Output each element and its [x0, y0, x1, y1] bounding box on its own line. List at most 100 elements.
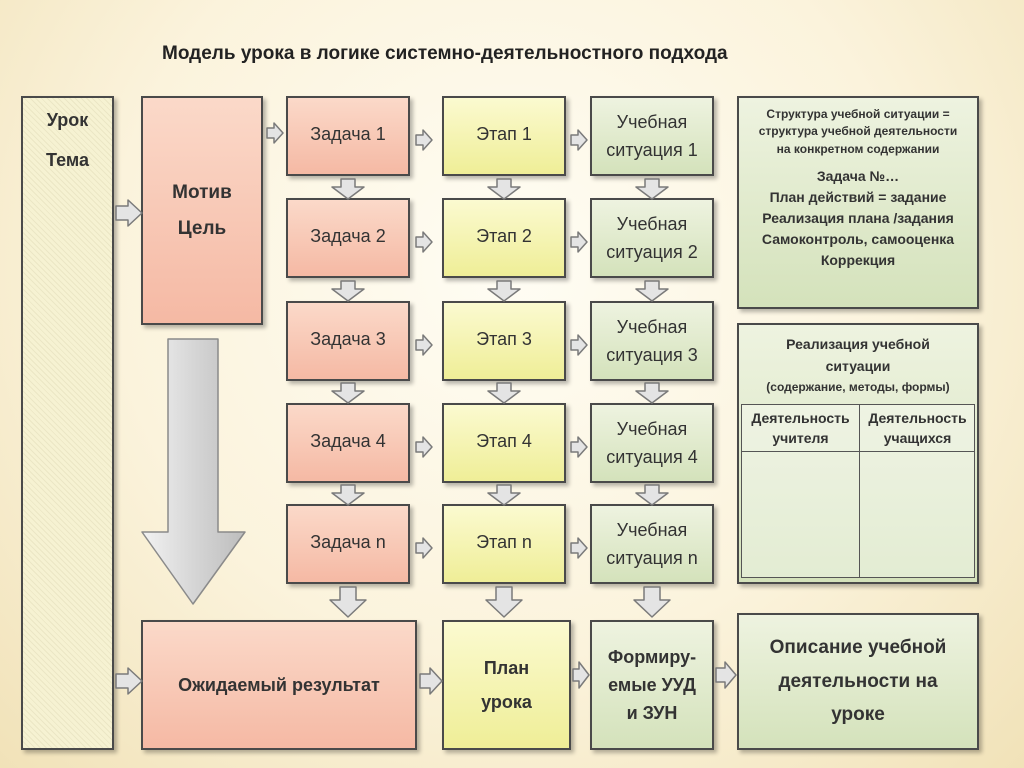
topic-label: Тема	[46, 150, 89, 171]
arrow-right-icon	[570, 231, 588, 253]
structure-item: Коррекция	[820, 252, 896, 269]
arrow-down-icon	[485, 586, 523, 618]
motive-label: Мотив	[172, 181, 232, 203]
situation-line2: ситуация 3	[606, 345, 698, 365]
structure-item: Реализация плана /задания	[762, 210, 954, 227]
situation-box-3: Учебная ситуация 3	[590, 301, 714, 381]
arrow-right-icon	[419, 667, 443, 695]
arrow-down-icon	[635, 484, 669, 506]
description-line1: Описание учебной	[769, 637, 947, 659]
expected-result-box: Ожидаемый результат	[141, 620, 417, 750]
activity-description-box: Описание учебной деятельности на уроке	[737, 613, 979, 750]
table-header-line	[742, 451, 974, 452]
task-label: Задача n	[310, 532, 386, 552]
situation-box-1: Учебная ситуация 1	[590, 96, 714, 176]
realization-title: Реализация учебной	[786, 336, 930, 352]
arrow-right-icon	[415, 129, 433, 151]
stage-label: Этап 2	[476, 226, 532, 246]
structure-box: Структура учебной ситуации = структура у…	[737, 96, 979, 309]
arrow-down-icon	[487, 280, 521, 302]
arrow-down-icon	[635, 280, 669, 302]
structure-item: Самоконтроль, самооценка	[761, 231, 955, 248]
arrow-right-icon	[115, 667, 143, 695]
structure-item: Задача №…	[816, 168, 900, 185]
realization-table: Деятельность учителя Деятельность учащих…	[741, 404, 975, 578]
task-box-4: Задача 4	[286, 403, 410, 483]
task-label: Задача 4	[310, 431, 386, 451]
motive-goal-box: Мотив Цель	[141, 96, 263, 325]
lesson-topic-column: Урок Тема	[21, 96, 114, 750]
situation-line1: Учебная	[616, 519, 688, 540]
expected-result-label: Ожидаемый результат	[178, 674, 380, 695]
page-title: Модель урока в логике системно-деятельно…	[162, 43, 728, 64]
arrow-right-icon	[415, 537, 433, 559]
situation-box-2: Учебная ситуация 2	[590, 198, 714, 278]
structure-line: структура учебной деятельности	[758, 124, 958, 139]
stage-box-4: Этап 4	[442, 403, 566, 483]
situation-line1: Учебная	[616, 213, 688, 234]
arrow-right-icon	[570, 334, 588, 356]
stage-box-2: Этап 2	[442, 198, 566, 278]
task-box-2: Задача 2	[286, 198, 410, 278]
arrow-down-icon	[487, 382, 521, 404]
lesson-plan-line1: План	[483, 657, 530, 678]
stage-label: Этап n	[476, 532, 532, 552]
task-box-3: Задача 3	[286, 301, 410, 381]
arrow-right-icon	[570, 537, 588, 559]
uud-line3: и ЗУН	[626, 703, 678, 724]
student-activity-header: Деятельность учащихся	[868, 410, 967, 446]
arrow-right-icon	[415, 334, 433, 356]
arrow-right-icon	[415, 436, 433, 458]
goal-label: Цель	[177, 217, 227, 239]
task-box-1: Задача 1	[286, 96, 410, 176]
realization-box: Реализация учебной ситуации (содержание,…	[737, 323, 979, 584]
structure-item: План действий = задание	[769, 189, 947, 206]
situation-line1: Учебная	[616, 418, 688, 439]
arrow-right-icon	[266, 122, 284, 144]
arrow-right-icon	[570, 436, 588, 458]
uud-zun-box: Формиру- емые УУД и ЗУН	[590, 620, 714, 750]
situation-line2: ситуация 4	[606, 447, 698, 467]
situation-box-4: Учебная ситуация 4	[590, 403, 714, 483]
arrow-down-icon	[633, 586, 671, 618]
realization-subtitle: ситуации	[825, 358, 891, 375]
uud-line2: емые УУД	[608, 674, 696, 695]
situation-line2: ситуация n	[606, 548, 698, 568]
stage-box-1: Этап 1	[442, 96, 566, 176]
task-label: Задача 2	[310, 226, 386, 246]
arrow-down-icon	[635, 178, 669, 200]
lesson-plan-box: План урока	[442, 620, 571, 750]
structure-line: Структура учебной ситуации =	[766, 107, 950, 121]
stage-label: Этап 3	[476, 329, 532, 349]
big-down-arrow-icon	[141, 338, 246, 605]
uud-line1: Формиру-	[607, 646, 697, 667]
task-label: Задача 1	[310, 124, 386, 144]
situation-line2: ситуация 2	[606, 242, 698, 262]
stage-box-n: Этап n	[442, 504, 566, 584]
arrow-right-icon	[570, 129, 588, 151]
stage-box-3: Этап 3	[442, 301, 566, 381]
arrow-right-icon	[715, 661, 737, 689]
arrow-down-icon	[331, 178, 365, 200]
task-box-n: Задача n	[286, 504, 410, 584]
description-line2: деятельности на	[778, 670, 938, 692]
arrow-right-icon	[115, 199, 143, 227]
structure-line: на конкретном содержании	[776, 141, 940, 156]
arrow-down-icon	[635, 382, 669, 404]
lesson-plan-line2: урока	[481, 692, 532, 712]
arrow-right-icon	[572, 661, 590, 689]
arrow-down-icon	[331, 484, 365, 506]
arrow-right-icon	[415, 231, 433, 253]
table-divider	[859, 405, 860, 577]
arrow-down-icon	[329, 586, 367, 618]
description-line3: уроке	[831, 704, 885, 726]
lesson-label: Урок	[46, 110, 89, 130]
stage-label: Этап 1	[476, 124, 532, 144]
arrow-down-icon	[331, 382, 365, 404]
realization-note: (содержание, методы, формы)	[766, 379, 950, 394]
situation-line2: ситуация 1	[606, 140, 698, 160]
arrow-down-icon	[331, 280, 365, 302]
stage-label: Этап 4	[476, 431, 532, 451]
task-label: Задача 3	[310, 329, 386, 349]
situation-line1: Учебная	[616, 111, 688, 132]
